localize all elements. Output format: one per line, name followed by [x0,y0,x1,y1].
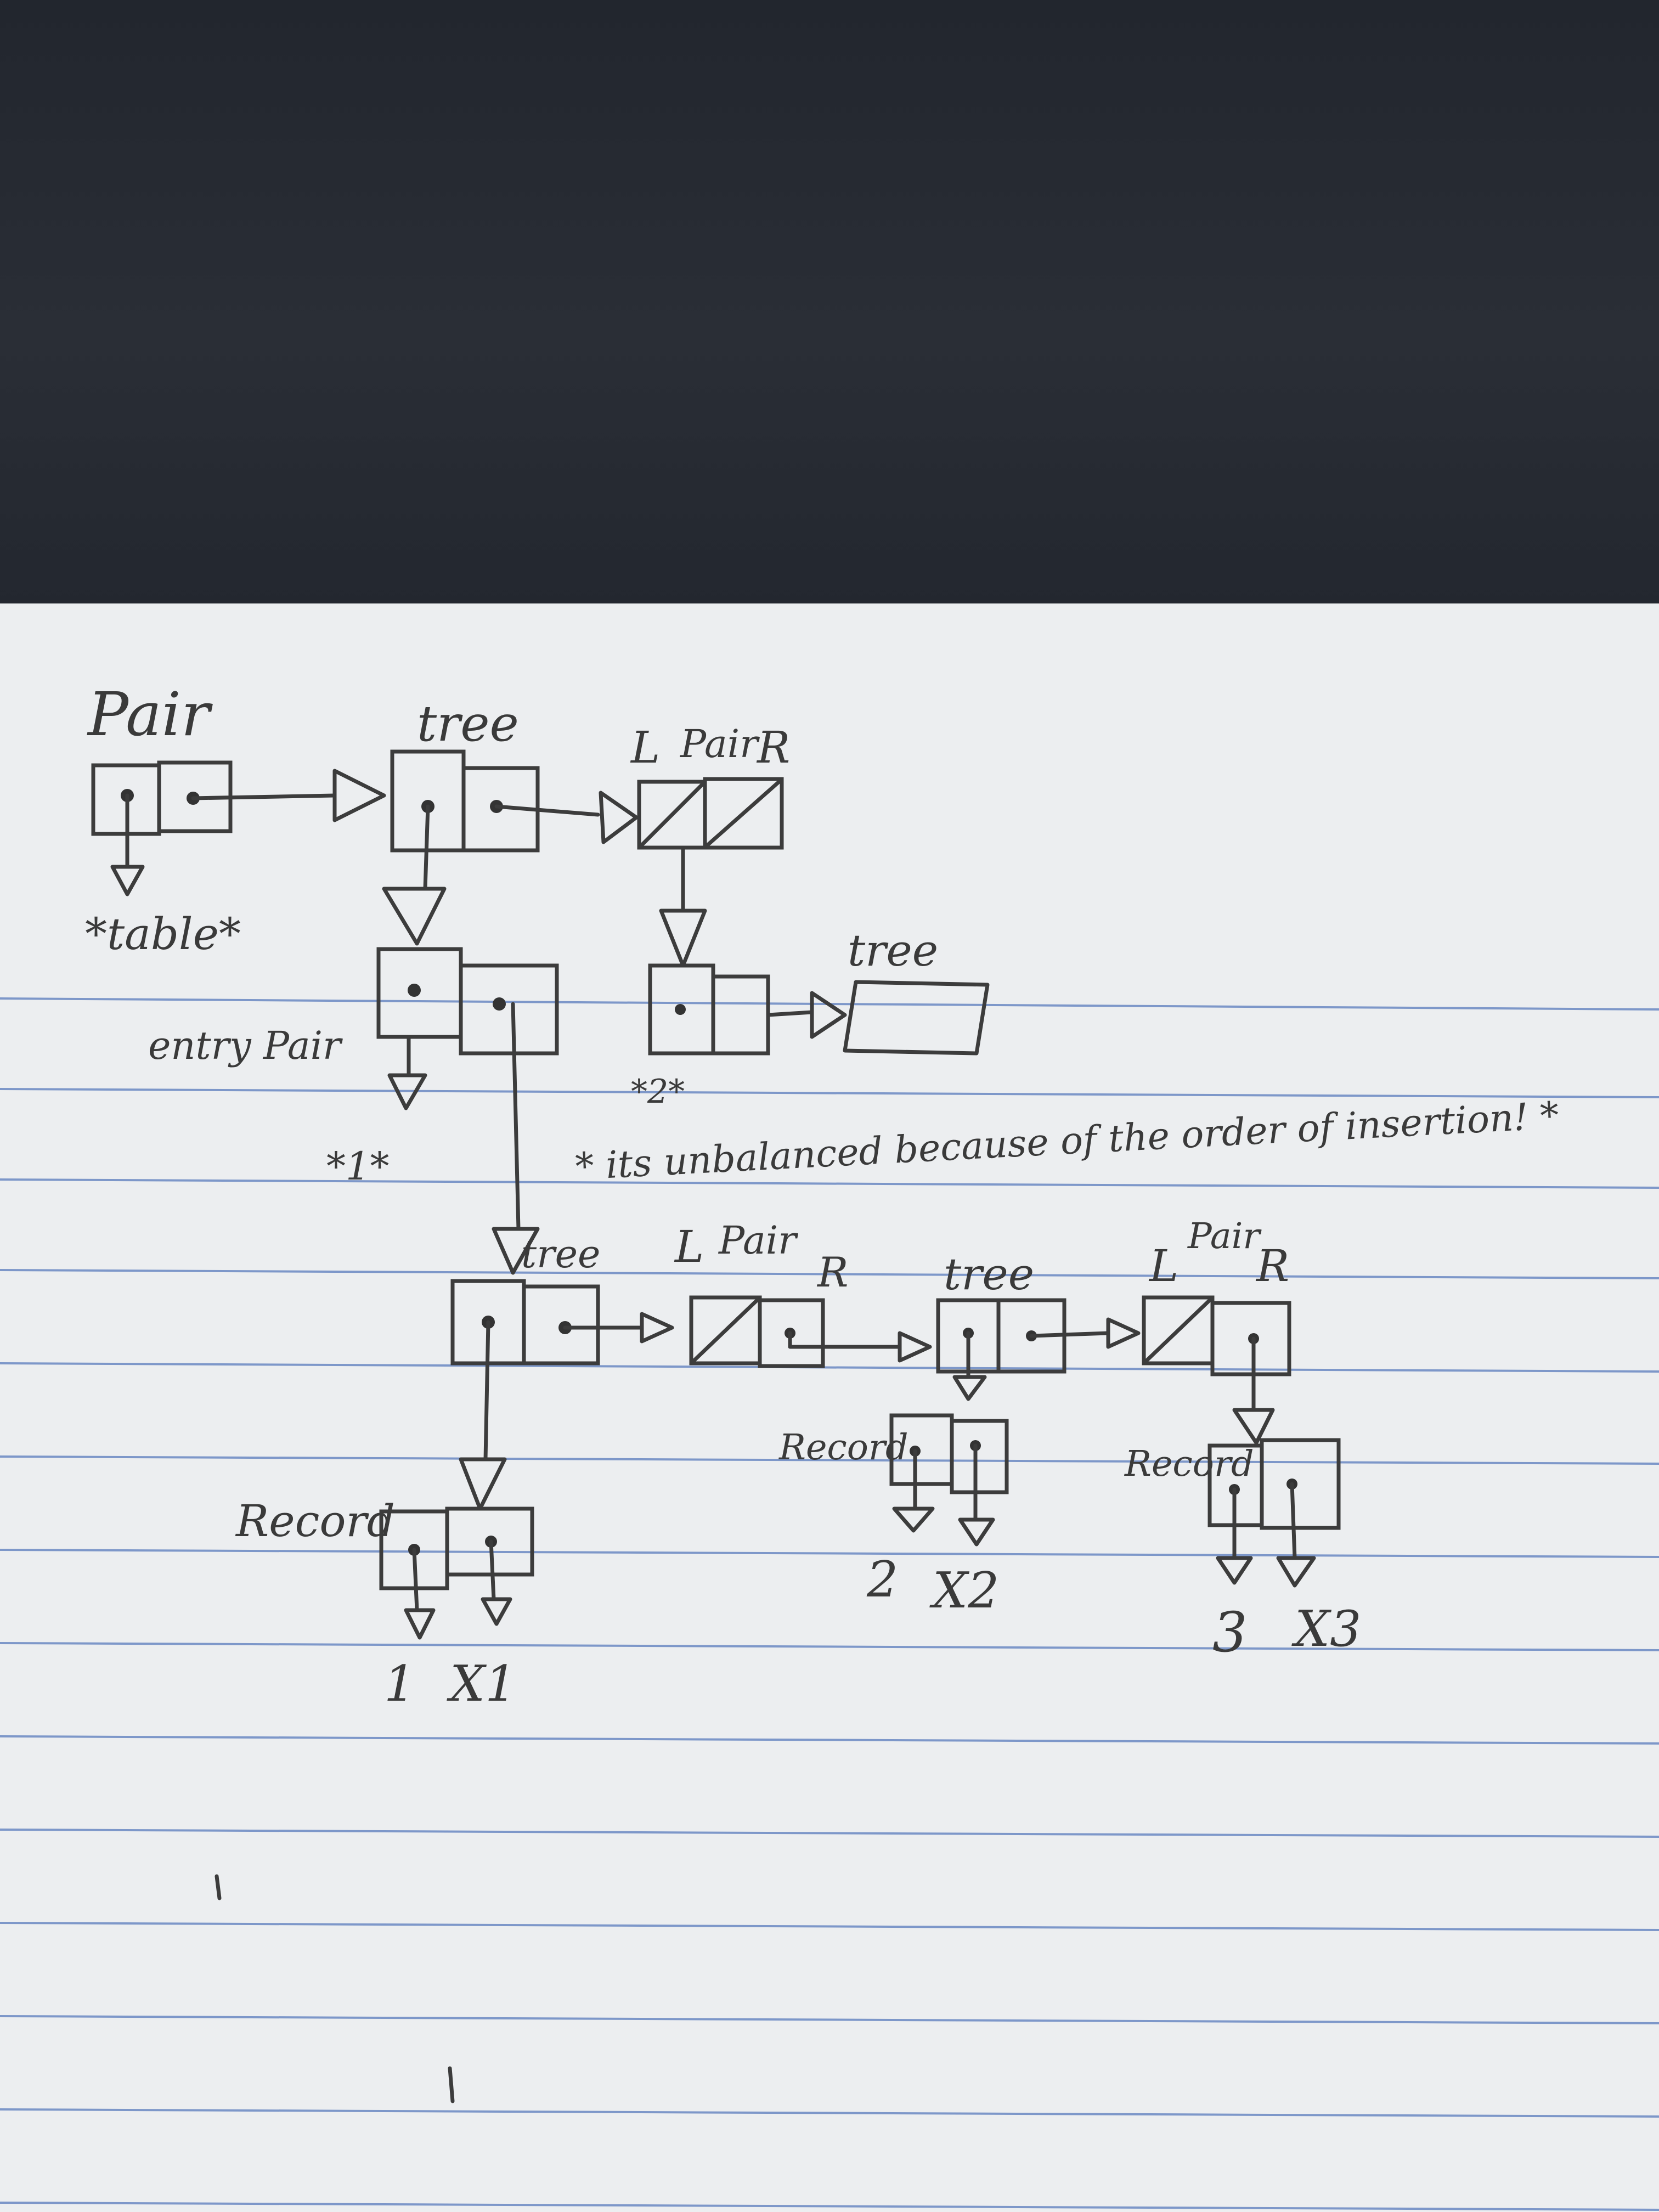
record-box-mid [889,1413,1009,1494]
label-table: *table* [85,909,241,960]
note-unbalanced: * its unbalanced because of the order of… [574,1094,1560,1189]
arrow-tree-down [423,804,430,891]
arrowhead-mid-tree-right [640,1312,674,1344]
arrow-tree-to-lr [494,804,600,817]
label-pair-mid: Pair [718,1218,798,1263]
arrow-small-tree [766,1010,814,1017]
desk-background [0,0,1659,609]
arrowhead-record-mid-car [892,1506,935,1533]
arrowhead-lr-down [659,909,707,968]
empty-tree-box [843,980,990,1056]
arrow-entry-cdr [511,1002,521,1231]
value-two: 2 [866,1551,898,1609]
arrowhead-record-mid-cdr [958,1517,995,1547]
label-record-left: Record [235,1496,395,1547]
arrowhead-record-right-cdr [1276,1556,1316,1588]
arrow-mid-lr [788,1331,902,1349]
label-pair-top: Pair [87,679,213,749]
label-record-right: Record [1124,1443,1254,1485]
label-tree-top: tree [417,695,519,753]
record-box-left [379,1506,534,1590]
value-x2: X2 [929,1562,999,1620]
notebook-paper [0,603,1659,2212]
label-r-right: R [1255,1240,1289,1291]
arrowhead-right-tree [1106,1317,1141,1349]
arrowhead-mid-tree-down [459,1457,507,1511]
arrowhead-right-tree-down [952,1375,987,1401]
arrow-mid-tree-down [483,1320,490,1462]
label-pair-right: Pair [1187,1216,1262,1257]
arrowhead-pair-cdr [332,769,386,822]
value-three: 3 [1212,1600,1248,1664]
arrowhead-small-tree [810,991,847,1039]
arrow-right-tree [1029,1331,1110,1338]
label-l-mid: L [674,1221,704,1272]
arrowhead-entry-car [387,1073,427,1110]
arrow-record-right-cdr [1290,1482,1297,1560]
arrow-pair-cdr [191,793,337,800]
label-l-top: L [630,722,660,773]
arrowhead-tree-to-lr [599,791,639,844]
tree-box-small [648,963,770,1056]
value-x3: X3 [1291,1600,1361,1658]
label-r-mid: R [816,1248,848,1296]
tree-box-top [390,749,540,853]
label-tree-small: tree [848,925,938,976]
label-tree-right: tree [944,1249,1034,1300]
arrowhead-lr-right-down [1232,1408,1275,1445]
label-r-top: R [756,722,790,773]
label-record-mid: Record [778,1427,909,1468]
label-l-right: L [1148,1240,1178,1291]
tree-box-mid [450,1279,600,1365]
label-pair-top-right: Pair [679,721,760,766]
lr-pair-box-mid [689,1295,825,1368]
value-one: 1 [384,1655,415,1713]
label-star-one: *1* [326,1144,390,1189]
arrowhead-entry-cdr [492,1227,540,1275]
lr-pair-box-right [1142,1295,1291,1376]
arrowhead-mid-lr [898,1331,932,1363]
arrowhead-record-left-cdr [481,1597,512,1626]
stray-mark-2 [448,2066,455,2103]
stray-mark-1 [215,1874,222,1900]
arrowhead-record-left-car [404,1608,436,1640]
arrowhead-tree-down [382,887,447,946]
arrow-record-left-car [412,1548,419,1612]
arrowhead-pair-car [110,865,145,896]
label-star-two: *2* [631,1073,685,1111]
value-x1: X1 [447,1655,516,1713]
entry-pair-box [376,947,559,1056]
arrow-record-left-cdr [489,1539,496,1601]
label-tree-mid: tree [521,1232,600,1277]
label-entry-pair: entry Pair [148,1023,343,1068]
ruled-lines [0,997,1659,2211]
arrowhead-record-right-car [1216,1556,1253,1585]
lr-pair-box-top [637,777,784,850]
